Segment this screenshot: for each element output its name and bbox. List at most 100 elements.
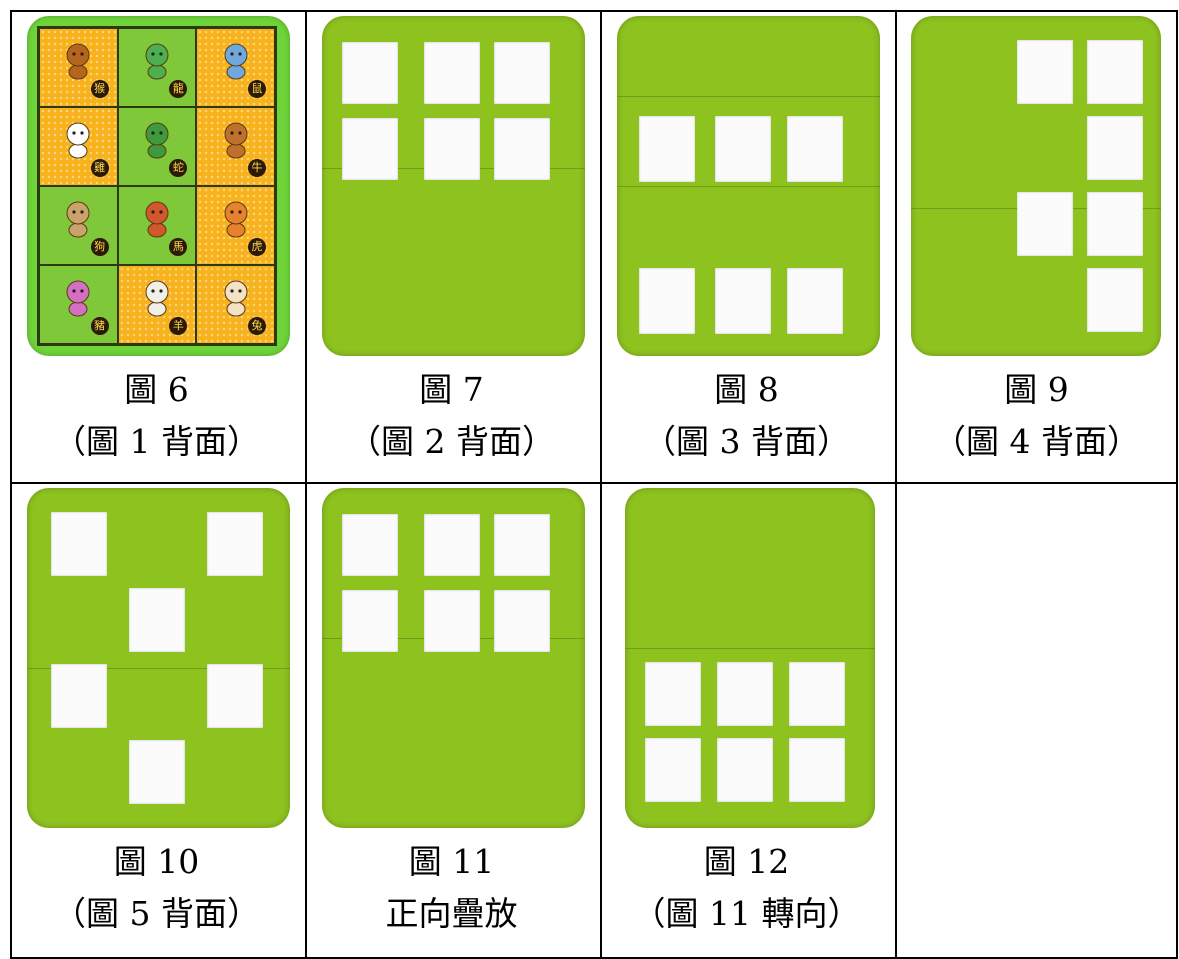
card-window xyxy=(715,116,771,182)
card-back xyxy=(322,16,585,356)
card-window xyxy=(639,116,695,182)
card-window xyxy=(424,118,480,180)
zodiac-animal-icon xyxy=(61,121,95,159)
card-window xyxy=(342,590,398,652)
card-window xyxy=(207,664,263,728)
card-window xyxy=(342,514,398,576)
zodiac-cell: 猴 xyxy=(39,28,118,107)
zodiac-grid: 猴 龍 鼠雞 蛇 牛狗 馬虎豬 羊 兔 xyxy=(37,26,277,346)
card-window xyxy=(645,738,701,802)
zodiac-animal-icon xyxy=(140,121,174,159)
figure-caption: （圖 5 背面） xyxy=(15,894,298,934)
table-border-left xyxy=(10,10,12,959)
figure-caption: （圖 2 背面） xyxy=(310,422,593,462)
zodiac-cell: 兔 xyxy=(196,265,275,344)
card-window xyxy=(494,514,550,576)
card-window xyxy=(129,740,185,804)
card-window xyxy=(207,512,263,576)
figure-cell-11: 圖 11 正向疊放 xyxy=(310,484,593,952)
zodiac-label-badge: 豬 xyxy=(91,317,109,335)
zodiac-cell: 蛇 xyxy=(118,107,197,186)
card-back xyxy=(617,16,880,356)
zodiac-label-badge: 羊 xyxy=(169,317,187,335)
card-window xyxy=(717,662,773,726)
table-border-right-bottom xyxy=(1176,484,1178,959)
zodiac-cell: 雞 xyxy=(39,107,118,186)
zodiac-cell: 龍 xyxy=(118,28,197,107)
card-back xyxy=(911,16,1161,356)
figure-cell-9: 圖 9 （圖 4 背面） xyxy=(899,12,1179,480)
figure-number: 圖 6 xyxy=(15,370,298,410)
card-window xyxy=(342,42,398,104)
zodiac-card: 猴 龍 鼠雞 蛇 牛狗 馬虎豬 羊 兔 xyxy=(27,16,290,356)
card-crease xyxy=(617,96,880,97)
zodiac-cell: 羊 xyxy=(118,265,197,344)
zodiac-cell: 鼠 xyxy=(196,28,275,107)
card-window xyxy=(342,118,398,180)
figure-number: 圖 10 xyxy=(15,842,298,882)
figure-number: 圖 8 xyxy=(605,370,888,410)
figure-cell-8: 圖 8 （圖 3 背面） xyxy=(605,12,888,480)
zodiac-cell: 牛 xyxy=(196,107,275,186)
card-window xyxy=(717,738,773,802)
figure-number: 圖 9 xyxy=(899,370,1174,410)
card-back xyxy=(625,488,875,828)
card-crease xyxy=(617,186,880,187)
figure-caption: （圖 1 背面） xyxy=(15,422,298,462)
zodiac-label-badge: 兔 xyxy=(248,317,266,335)
zodiac-animal-icon xyxy=(219,42,253,80)
card-window xyxy=(494,118,550,180)
card-window xyxy=(1017,192,1073,256)
card-window xyxy=(715,268,771,334)
zodiac-cell: 狗 xyxy=(39,186,118,265)
zodiac-animal-icon xyxy=(219,279,253,317)
card-window xyxy=(494,590,550,652)
card-window xyxy=(645,662,701,726)
card-window xyxy=(1087,116,1143,180)
zodiac-label-badge: 狗 xyxy=(91,238,109,256)
figure-caption: 正向疊放 xyxy=(310,894,593,934)
card-back xyxy=(322,488,585,828)
figure-number: 圖 11 xyxy=(310,842,593,882)
zodiac-animal-icon xyxy=(140,200,174,238)
card-crease xyxy=(625,648,875,649)
card-window xyxy=(129,588,185,652)
zodiac-animal-icon xyxy=(140,279,174,317)
card-window xyxy=(789,738,845,802)
card-window xyxy=(1087,268,1143,332)
card-window xyxy=(1087,40,1143,104)
card-window xyxy=(639,268,695,334)
card-window xyxy=(1087,192,1143,256)
zodiac-animal-icon xyxy=(219,121,253,159)
card-window xyxy=(789,662,845,726)
figure-caption: （圖 3 背面） xyxy=(605,422,888,462)
card-window xyxy=(1017,40,1073,104)
zodiac-animal-icon xyxy=(61,42,95,80)
card-window xyxy=(424,514,480,576)
zodiac-label-badge: 馬 xyxy=(169,238,187,256)
zodiac-animal-icon xyxy=(219,200,253,238)
card-window xyxy=(424,42,480,104)
zodiac-cell: 虎 xyxy=(196,186,275,265)
card-window xyxy=(787,268,843,334)
figure-cell-7: 圖 7 （圖 2 背面） xyxy=(310,12,593,480)
zodiac-label-badge: 鼠 xyxy=(248,80,266,98)
zodiac-label-badge: 牛 xyxy=(248,159,266,177)
table-divider-v3 xyxy=(895,10,897,959)
zodiac-label-badge: 雞 xyxy=(91,159,109,177)
table-divider-v1 xyxy=(305,10,307,959)
zodiac-label-badge: 龍 xyxy=(169,80,187,98)
figure-number: 圖 7 xyxy=(310,370,593,410)
zodiac-label-badge: 蛇 xyxy=(169,159,187,177)
figure-cell-10: 圖 10 （圖 5 背面） xyxy=(15,484,298,952)
card-window xyxy=(424,590,480,652)
zodiac-label-badge: 猴 xyxy=(91,80,109,98)
zodiac-animal-icon xyxy=(61,279,95,317)
card-window xyxy=(494,42,550,104)
figure-number: 圖 12 xyxy=(605,842,888,882)
zodiac-animal-icon xyxy=(140,42,174,80)
figure-cell-12: 圖 12 （圖 11 轉向） xyxy=(605,484,888,952)
figure-caption: （圖 11 轉向） xyxy=(605,894,888,934)
figure-caption: （圖 4 背面） xyxy=(899,422,1174,462)
